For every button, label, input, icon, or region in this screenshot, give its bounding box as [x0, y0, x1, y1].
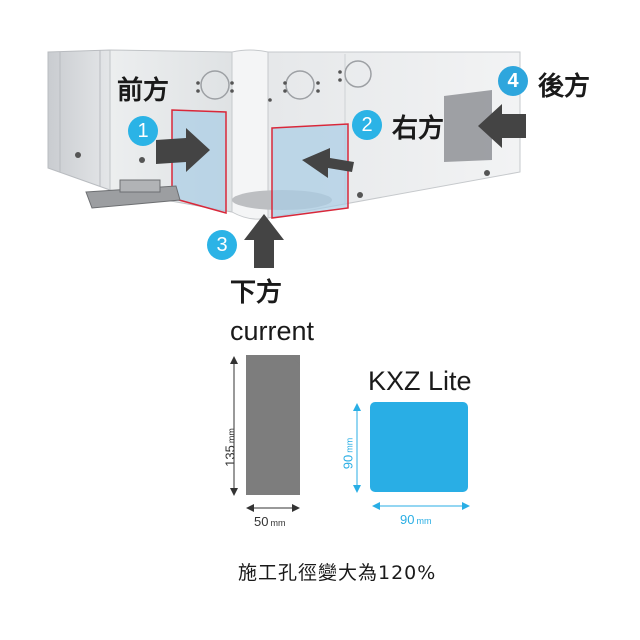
lite-height-label: 90mm [340, 437, 356, 470]
knockout-hole [344, 60, 372, 88]
marker-2: 2 [352, 110, 382, 140]
marker-1: 1 [128, 116, 158, 146]
caption: 施工孔徑變大為120% [238, 562, 437, 584]
arrow-bottom [244, 214, 284, 268]
back-knockout-panel [444, 90, 492, 162]
label-back: 後方 [538, 72, 591, 102]
size-comparison-graphic [230, 355, 470, 512]
box-left-face [47, 49, 111, 191]
marker-3: 3 [207, 230, 237, 260]
marker-4: 4 [498, 66, 528, 96]
arrow-front [156, 128, 210, 172]
lite-title: KXZ Lite [368, 366, 472, 396]
right-knockout-panel [271, 123, 349, 219]
knockout-hole [285, 70, 315, 100]
front-knockout-panel [171, 109, 227, 214]
current-height-label: 135mm [222, 428, 238, 467]
enclosure-illustration [47, 49, 526, 268]
current-hole-shape [246, 355, 300, 495]
label-bottom: 下方 [230, 278, 283, 308]
arrow-back [478, 104, 526, 148]
knockout-hole [200, 70, 230, 100]
arrow-right [302, 148, 354, 178]
label-right: 右方 [392, 114, 445, 144]
lite-hole-shape [370, 402, 468, 492]
label-front: 前方 [117, 76, 170, 106]
current-title: current [230, 316, 315, 346]
